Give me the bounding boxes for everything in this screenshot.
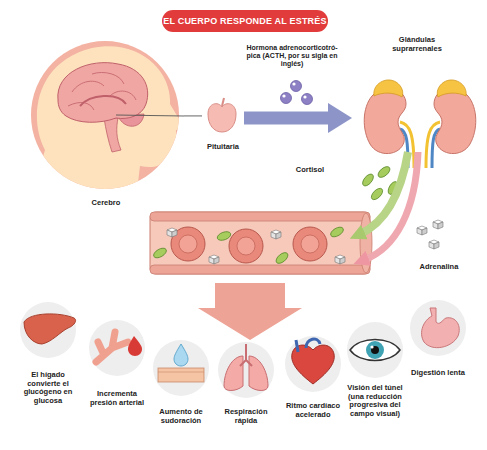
effect-icon: Ritmo cardíaco acelerado: [285, 335, 341, 419]
adrenal-gland: [437, 80, 466, 97]
icon-circle: [218, 342, 274, 398]
node-label: Respiración rápida: [218, 408, 274, 425]
node-label: Aumento de sudoración: [153, 408, 209, 425]
stomach-icon: [422, 308, 460, 348]
head-profile: [30, 46, 183, 200]
effect-icon: Aumento de sudoración: [153, 339, 209, 425]
icon-circle: [20, 302, 76, 358]
effect-icon: Digestión lenta: [407, 299, 469, 378]
sweat-drop: [174, 344, 188, 366]
adrenaline-cube: [417, 226, 427, 235]
red-cell-center: [179, 235, 197, 253]
leader-line: [116, 115, 184, 116]
highlight: [282, 94, 285, 97]
artery-icon: [96, 332, 128, 362]
lung-icon: [224, 356, 243, 391]
highlight: [303, 95, 306, 98]
acth-molecule: [281, 93, 292, 104]
acth-molecule: [291, 81, 302, 92]
skin-layer: [158, 372, 204, 373]
cortisol-capsule: [274, 251, 290, 266]
leader-line: [184, 115, 202, 116]
brain: [58, 63, 148, 123]
adrenal-gland: [374, 80, 403, 97]
pituitary-gland: [208, 104, 236, 132]
lung-icon: [249, 356, 268, 391]
adrenaline-cube: [335, 255, 345, 264]
adrenaline-cube: [433, 220, 443, 229]
icon-circle: [153, 340, 209, 396]
brain-circle: Cerebro: [28, 40, 184, 208]
adrenal-node: Glándulas suprarrenales: [352, 36, 482, 166]
eye-icon: [350, 340, 400, 361]
adrenaline-cube: [271, 230, 281, 239]
edge-label: Hormona adrenocorticotró- pica (ACTH, po…: [240, 44, 344, 68]
cortisol-capsule: [329, 225, 345, 239]
red-cell: [229, 229, 263, 263]
highlight: [370, 345, 373, 348]
trachea: [240, 344, 252, 366]
icon-circle: [410, 300, 466, 356]
red-cell: [293, 227, 327, 261]
adrenaline-arrow: [364, 152, 418, 260]
hormone-label: Cortisol: [290, 166, 330, 175]
cortisol-capsule: [361, 172, 376, 188]
iris: [366, 341, 384, 359]
node-label: Digestión lenta: [411, 369, 465, 378]
node-label: Incrementa presión arterial: [86, 390, 148, 407]
pupil: [371, 346, 379, 354]
brain-folds: [68, 72, 136, 110]
adrenaline-cube: [209, 255, 219, 264]
blood-drop: [128, 336, 142, 356]
effect-icon: Visión del túnel (una reducción progresi…: [342, 321, 408, 419]
cortisol-capsule: [152, 246, 168, 260]
node-label: Cerebro: [92, 199, 121, 208]
red-cell-center: [237, 237, 255, 255]
node-label: Pituitaria: [207, 143, 239, 152]
vessel-opening: [360, 213, 372, 273]
corpus-callosum: [80, 96, 126, 106]
node-label: El hígado convierte el glucógeno en gluc…: [20, 371, 76, 406]
head-group: [30, 46, 183, 200]
blood-vessel: [150, 212, 370, 274]
adrenaline-cube: [167, 228, 177, 237]
aorta: [306, 339, 320, 348]
red-cell-center: [301, 235, 319, 253]
vessel-wall: [150, 265, 370, 274]
hormone-arrow: [244, 111, 332, 124]
title-banner: EL CUERPO RESPONDE AL ESTRÉS: [162, 10, 328, 32]
icon-circle: [89, 320, 145, 376]
effect-icon: El hígado convierte el glucógeno en gluc…: [20, 301, 76, 406]
vein: [296, 340, 298, 352]
node-label: Glándulas suprarrenales: [381, 36, 453, 53]
down-arrow: [198, 283, 302, 340]
icon-circle: [285, 336, 341, 392]
kidney: [434, 88, 476, 153]
node-label: Ritmo cardíaco acelerado: [285, 402, 341, 419]
hormone-label: Adrenalina: [414, 263, 464, 272]
acth-molecule: [302, 94, 313, 105]
highlight: [292, 82, 295, 85]
icon-circle: [347, 322, 403, 378]
pituitary-node: Pituitaria: [202, 98, 244, 152]
cortisol-capsule: [376, 165, 392, 180]
brainstem: [104, 118, 121, 152]
effect-icon: Incrementa presión arterial: [86, 319, 148, 407]
vessel-wall: [150, 212, 370, 221]
cortisol-capsule: [216, 230, 232, 242]
effect-icon: Respiración rápida: [218, 341, 274, 425]
skin-icon: [158, 368, 204, 382]
adrenaline-cube: [429, 240, 439, 249]
node-label: Visión del túnel (una reducción progresi…: [342, 384, 408, 419]
liver-icon: [24, 314, 76, 344]
kidney: [364, 88, 406, 153]
cortisol-capsule: [369, 186, 384, 201]
